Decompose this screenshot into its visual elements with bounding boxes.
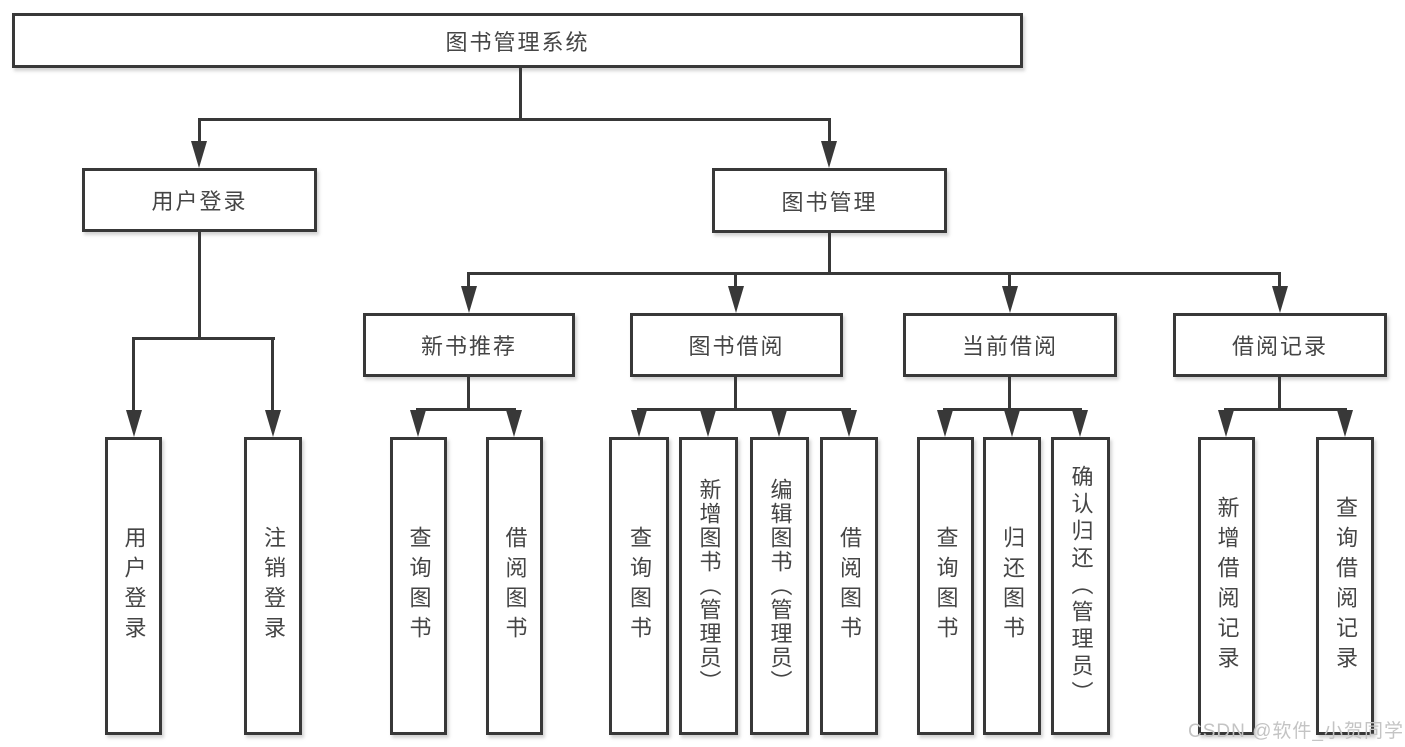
connector-userlogin-branch	[132, 337, 275, 340]
node-book-management: 图书管理	[712, 168, 947, 233]
arrow-down-icon	[937, 410, 953, 437]
arrow-down-icon	[1337, 410, 1353, 437]
connector-drop	[734, 377, 737, 408]
arrow-down-icon	[265, 410, 281, 437]
arrow-down-icon	[126, 410, 142, 437]
connector-branch	[637, 408, 851, 411]
leaf-user-login: 用户登录	[105, 437, 162, 735]
connector-branch	[416, 408, 516, 411]
csdn-watermark: CSDN @软件_小贺同学	[1188, 721, 1404, 742]
connector-stub	[271, 337, 274, 412]
leaf-add-books-admin: 新增图书（管理员）	[679, 437, 738, 735]
leaf-confirm-return-admin: 确认归还（管理员）	[1051, 437, 1110, 735]
connector-drop	[467, 377, 470, 408]
connector-bookmgmt-branch	[467, 272, 1281, 275]
arrow-down-icon	[700, 410, 716, 437]
leaf-logout: 注销登录	[244, 437, 302, 735]
node-user-login: 用户登录	[82, 168, 317, 232]
node-book-borrowing: 图书借阅	[630, 313, 843, 377]
connector-root-branch	[198, 118, 831, 121]
arrow-down-icon	[1002, 286, 1018, 313]
leaf-borrow-books-recommend: 借阅图书	[486, 437, 543, 735]
connector-drop	[1008, 377, 1011, 408]
arrow-down-icon	[728, 286, 744, 313]
connector-stub	[734, 272, 737, 290]
connector-branch	[1224, 408, 1347, 411]
leaf-return-books: 归还图书	[983, 437, 1041, 735]
leaf-edit-books-admin: 编辑图书（管理员）	[750, 437, 809, 735]
arrow-down-icon	[631, 410, 647, 437]
leaf-query-books-recommend: 查询图书	[390, 437, 447, 735]
arrow-down-icon	[461, 286, 477, 313]
leaf-borrow-books: 借阅图书	[820, 437, 878, 735]
arrow-down-icon	[410, 410, 426, 437]
arrow-down-icon	[1004, 410, 1020, 437]
arrow-down-icon	[1072, 410, 1088, 437]
arrow-down-icon	[506, 410, 522, 437]
connector-stub	[828, 118, 831, 144]
connector-stub	[1278, 272, 1281, 290]
arrow-down-icon	[771, 410, 787, 437]
leaf-query-borrow-record: 查询借阅记录	[1316, 437, 1374, 735]
arrow-down-icon	[841, 410, 857, 437]
node-root: 图书管理系统	[12, 13, 1023, 68]
connector-stub	[198, 118, 201, 144]
arrow-down-icon	[191, 141, 207, 168]
connector-userlogin-drop	[198, 232, 201, 337]
arrow-down-icon	[821, 141, 837, 168]
node-borrow-records: 借阅记录	[1173, 313, 1387, 377]
connector-drop	[1278, 377, 1281, 408]
connector-bookmgmt-drop	[828, 233, 831, 272]
arrow-down-icon	[1272, 286, 1288, 313]
connector-stub	[1008, 272, 1011, 290]
connector-stub	[132, 337, 135, 412]
node-new-book-recommendation: 新书推荐	[363, 313, 575, 377]
leaf-add-borrow-record: 新增借阅记录	[1198, 437, 1255, 735]
node-current-borrowing: 当前借阅	[903, 313, 1117, 377]
leaf-query-books-current: 查询图书	[917, 437, 974, 735]
leaf-query-books-borrow: 查询图书	[609, 437, 669, 735]
arrow-down-icon	[1218, 410, 1234, 437]
connector-root-drop	[519, 68, 522, 118]
connector-stub	[467, 272, 470, 290]
